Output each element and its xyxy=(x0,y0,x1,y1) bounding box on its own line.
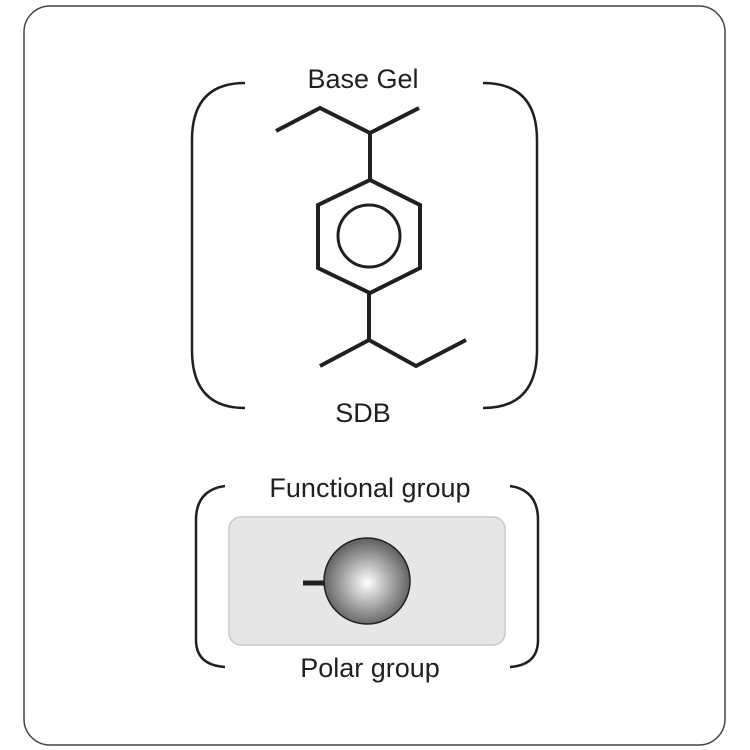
sdb-label: SDB xyxy=(335,398,391,428)
outer-frame xyxy=(23,5,726,746)
functional-group-label: Functional group xyxy=(269,473,470,503)
polar-group-label: Polar group xyxy=(300,653,440,683)
bottom-chain xyxy=(319,337,467,369)
polar-sphere-icon xyxy=(323,537,411,625)
base-gel-label: Base Gel xyxy=(307,64,418,94)
base-gel-group xyxy=(190,81,539,410)
right-bracket xyxy=(482,81,539,410)
left-bracket xyxy=(194,484,226,669)
sdb-structure xyxy=(275,105,467,369)
left-bracket xyxy=(190,81,246,410)
right-bracket xyxy=(509,484,540,669)
functional-group xyxy=(194,484,540,669)
top-chain xyxy=(275,105,420,136)
aromatic-circle xyxy=(336,203,402,269)
